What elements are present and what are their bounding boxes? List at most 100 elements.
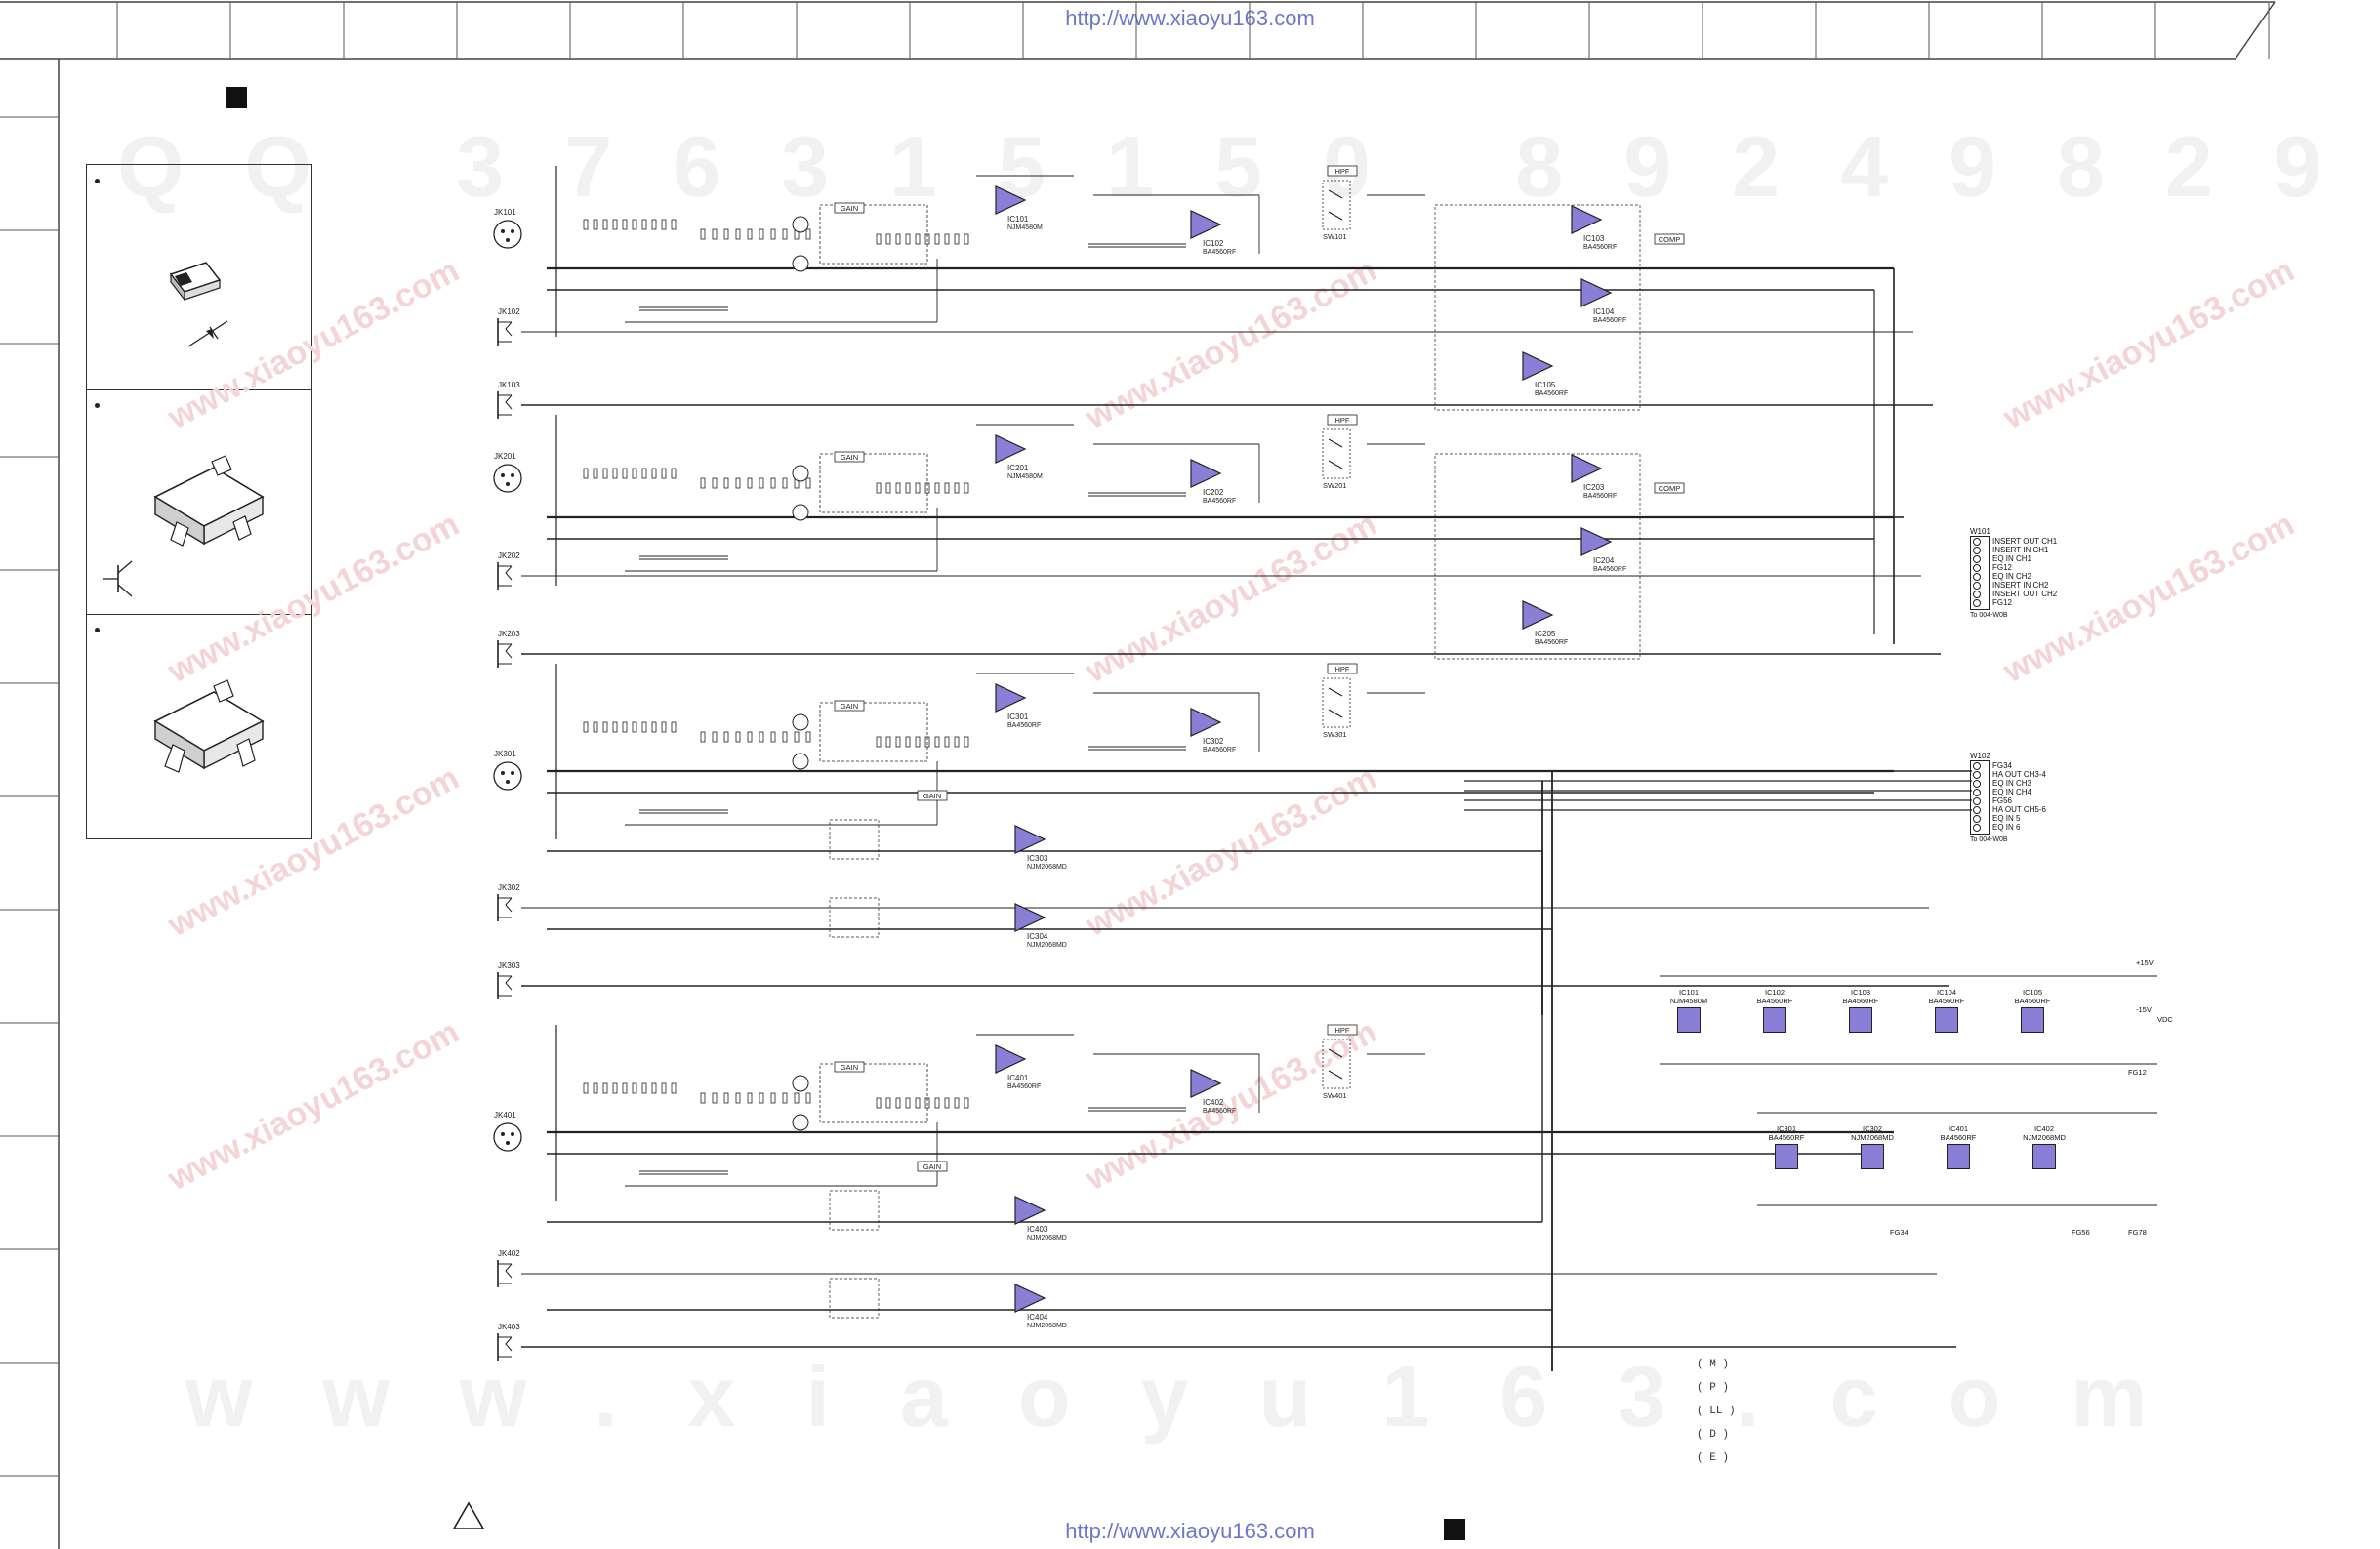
pin-label: EQ IN CH4 <box>1992 788 2032 796</box>
resistor <box>805 1092 811 1104</box>
resistor <box>700 1092 706 1104</box>
resistor <box>632 721 637 733</box>
pin-circle-icon <box>1973 582 1981 590</box>
jack-label: JK101 <box>494 208 516 217</box>
resistor <box>622 721 628 733</box>
pin-label: EQ IN 6 <box>1992 823 2021 832</box>
opamp-name: IC104 <box>1593 307 1615 316</box>
opamp-name: IC402 <box>1203 1098 1224 1107</box>
jack-label: JK303 <box>498 961 520 970</box>
xlr-pin <box>511 771 514 775</box>
phone-jack-icon <box>497 894 513 921</box>
ic-body-icon <box>1677 1007 1701 1033</box>
resistor <box>934 736 940 748</box>
opamp-triangle <box>1571 205 1603 234</box>
jack-label: JK103 <box>498 381 520 389</box>
resistor <box>805 731 811 743</box>
jack-label: JK403 <box>498 1323 520 1331</box>
opamp-triangle <box>1580 278 1613 307</box>
resistor <box>712 228 718 240</box>
opamp-type: BA4560RF <box>1583 244 1617 251</box>
opamp-name: IC403 <box>1027 1225 1048 1234</box>
power-ic-type: BA4560RF <box>1842 997 1879 1005</box>
resistor <box>641 1082 647 1094</box>
tag-box <box>834 1061 865 1073</box>
power-ic-type: BA4560RF <box>1928 997 1965 1005</box>
resistor <box>759 228 764 240</box>
xlr-pin <box>501 229 505 233</box>
tag-comp: COMP <box>1659 235 1681 244</box>
tag-box <box>834 700 865 712</box>
resistor <box>805 477 811 489</box>
legend-fet <box>87 614 311 838</box>
resistor <box>747 731 753 743</box>
jack-label: JK201 <box>494 452 516 461</box>
gain-block-outline <box>829 1190 880 1231</box>
resistor <box>944 736 950 748</box>
resistor <box>934 1097 940 1109</box>
resistor <box>612 1082 618 1094</box>
resistor <box>770 477 776 489</box>
opamp-type: NJM4580M <box>1007 473 1043 480</box>
opamp-name: IC205 <box>1535 630 1556 638</box>
power-ic-type: BA4560RF <box>1768 1133 1805 1142</box>
resistor <box>712 1092 718 1104</box>
watermark-diagonal: www.xiaoyu163.com <box>1079 1013 1382 1199</box>
resistor <box>770 228 776 240</box>
opamp-type: BA4560RF <box>1203 747 1236 754</box>
connector-pin: FG34 <box>1973 761 2012 771</box>
pin-circle-icon <box>1973 771 1981 779</box>
resistor <box>593 1082 598 1094</box>
opamp-triangle <box>1190 1069 1222 1098</box>
opamp-name: IC301 <box>1007 713 1029 721</box>
watermark-diagonal: www.xiaoyu163.com <box>1079 506 1382 691</box>
resistor <box>583 1082 589 1094</box>
transistor-icon <box>792 504 809 521</box>
pin-label: INSERT IN CH1 <box>1992 546 2049 554</box>
resistor <box>905 233 911 245</box>
switch-outline <box>1322 428 1351 479</box>
pin-label: INSERT OUT CH1 <box>1992 537 2058 546</box>
opamp-name: IC404 <box>1027 1313 1048 1322</box>
side-note: ( P ) <box>1697 1382 1730 1394</box>
wire <box>1328 211 1343 221</box>
source-url-bottom[interactable]: http://www.xiaoyu163.com <box>1065 1519 1315 1543</box>
resistor <box>794 1092 800 1104</box>
tag-gain: GAIN <box>841 1063 858 1072</box>
pin-circle-icon <box>1973 555 1981 563</box>
opamp-name: IC201 <box>1007 464 1029 472</box>
power-ic-type: BA4560RF <box>2014 997 2051 1005</box>
pin-label: INSERT IN CH2 <box>1992 581 2049 590</box>
resistor <box>700 228 706 240</box>
pin-circle-icon <box>1973 547 1981 554</box>
power-ic-name: IC105 <box>2022 988 2042 997</box>
jack-tip <box>505 1336 513 1352</box>
power-rail-label: FG12 <box>2128 1068 2147 1077</box>
resistor <box>876 233 882 245</box>
resistor <box>794 731 800 743</box>
resistor <box>651 721 657 733</box>
source-url-top[interactable]: http://www.xiaoyu163.com <box>1065 6 1315 30</box>
resistor <box>735 1092 741 1104</box>
xlr-pin <box>506 482 510 486</box>
power-ic-name: IC101 <box>1678 988 1699 997</box>
xlr-pin <box>501 473 505 477</box>
opamp-type: BA4560RF <box>1007 722 1041 729</box>
pin-circle-icon <box>1973 815 1981 823</box>
resistor <box>622 1082 628 1094</box>
resistor <box>602 468 608 479</box>
resistor <box>782 228 788 240</box>
connector-pin: FG12 <box>1973 598 2012 608</box>
jack-tip <box>505 975 513 991</box>
connector-pin: EQ IN CH1 <box>1973 554 2031 564</box>
fet-package-icon <box>153 679 265 773</box>
switch-outline <box>1322 180 1351 230</box>
opamp-type: BA4560RF <box>1593 317 1626 324</box>
connector-note: To 004-W0B <box>1970 836 2008 843</box>
